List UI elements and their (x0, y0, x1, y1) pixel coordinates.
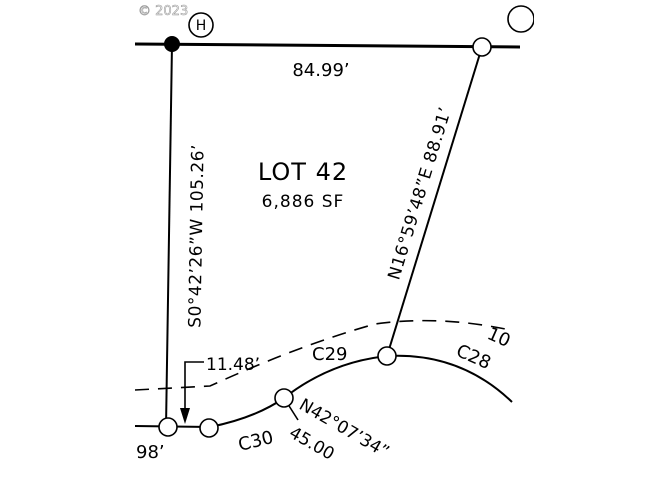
north-distance-label: 84.99’ (292, 60, 349, 81)
corner-monument-sw (158, 417, 178, 437)
fragment-98-label: 98’ (136, 442, 165, 463)
corner-monument-s (199, 418, 219, 438)
corner-monument-ne (472, 37, 492, 57)
lot-title: LOT 42 (258, 158, 348, 186)
west-lot-line (165, 43, 173, 428)
east-lot-line (386, 46, 483, 357)
filled-monument (164, 36, 180, 52)
edge-circle (507, 5, 535, 33)
curve-c28-label: C28 (453, 340, 494, 374)
corner-monument-se (377, 346, 397, 366)
watermark: © 2023 (138, 4, 188, 19)
edge-mask (534, 0, 645, 40)
north-lot-line (134, 42, 521, 49)
offset-arrow (180, 408, 190, 424)
marker-circle (188, 12, 214, 38)
lot-area: 6,886 SF (262, 192, 345, 212)
east-bearing-label: N16°59’48”E 88.91’ (384, 105, 456, 283)
west-bearing-label: S0°42’26”W 105.26’ (185, 144, 208, 328)
fragment-10-label: 10 (484, 323, 513, 352)
dashed-row-line (134, 319, 511, 391)
offset-leader (184, 361, 204, 410)
curve-c29-label: C29 (312, 344, 347, 365)
marker-letter: H (196, 18, 207, 34)
curve-monument (274, 388, 294, 408)
curve-c30-label: C30 (236, 427, 276, 456)
street-curve-line (134, 354, 513, 429)
offset-distance-label: 11.48’ (206, 355, 260, 375)
